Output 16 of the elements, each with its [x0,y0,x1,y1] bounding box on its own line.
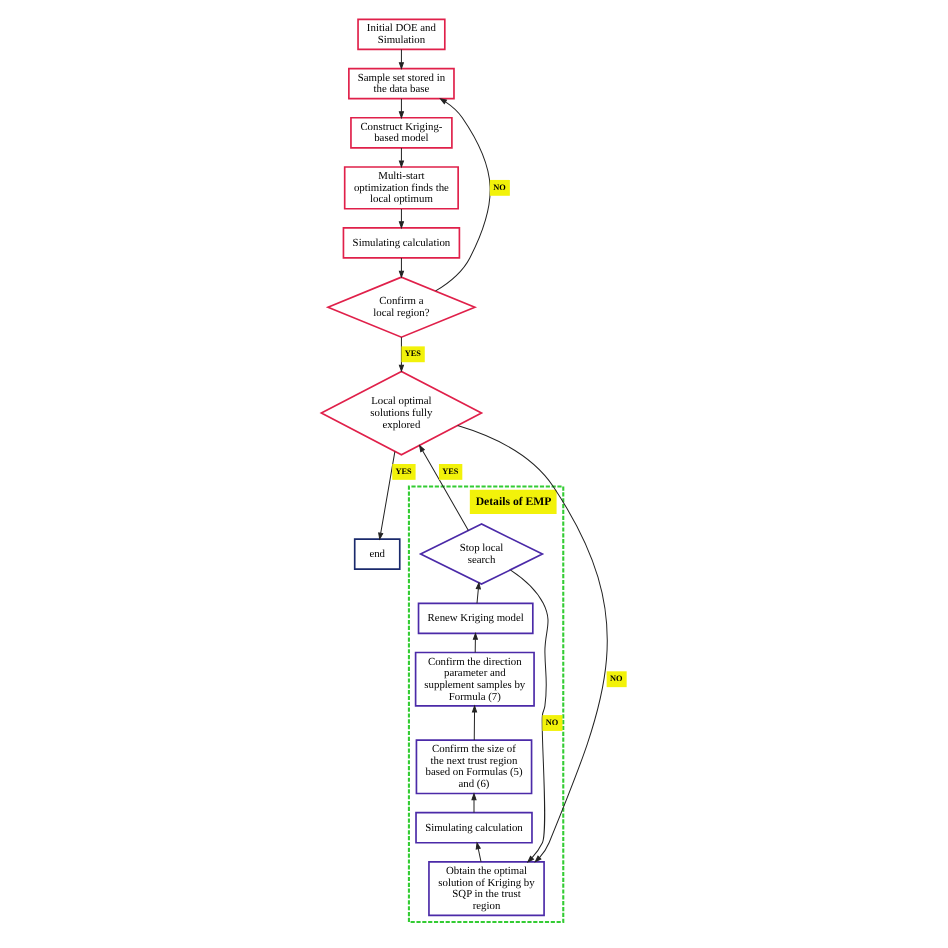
arrow [398,208,404,229]
arrow [378,451,396,540]
arrow [398,257,404,278]
arrow [471,793,477,814]
arrow [475,582,481,604]
arrow [398,147,404,168]
arrow [510,569,549,863]
arrow [472,633,478,653]
arrow [435,98,491,292]
arrow [419,445,469,531]
arrow [457,425,608,863]
arrow [475,842,482,863]
arrow [398,98,404,119]
arrow [398,48,404,69]
arrow [398,336,404,372]
arrow [472,705,478,741]
